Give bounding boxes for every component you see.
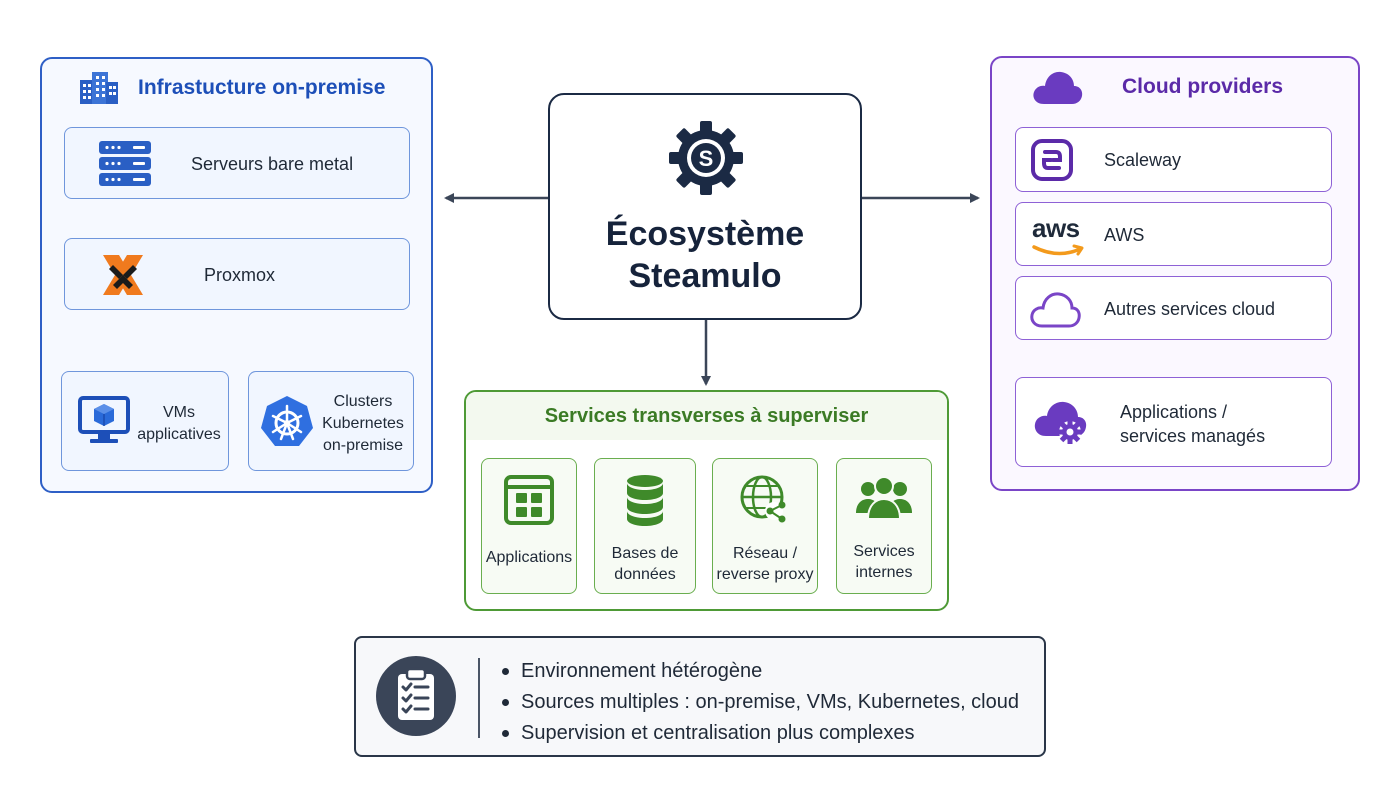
kubernetes-logo <box>259 394 315 450</box>
bullet-dot <box>502 730 509 737</box>
other-cloud-card[interactable]: Autres services cloud <box>1015 276 1332 340</box>
managed-card[interactable]: Applications / services managés <box>1015 377 1332 467</box>
service-apps-label: Applications <box>485 549 573 566</box>
server-rack-icon <box>97 139 153 189</box>
k8s-label: Clusters Kubernetes on-premise <box>322 393 404 454</box>
scaleway-label: Scaleway <box>1104 150 1182 170</box>
cloud-gear-icon <box>1032 396 1092 450</box>
managed-label: Applications / services managés <box>1120 402 1266 446</box>
service-apps-card[interactable]: Applications <box>481 458 577 594</box>
service-internal-label: Services internes <box>853 543 915 581</box>
monitor-cube-icon <box>78 396 130 446</box>
notes-divider <box>478 658 480 738</box>
note-item: Sources multiples : on-premise, VMs, Kub… <box>502 687 1019 718</box>
note-item: Supervision et centralisation plus compl… <box>502 718 1019 749</box>
cloud-outline-icon <box>1028 289 1082 329</box>
other-cloud-label: Autres services cloud <box>1104 299 1276 319</box>
aws-logo: aws <box>1030 211 1088 259</box>
aws-label: AWS <box>1104 225 1145 245</box>
service-db-card[interactable]: Bases de données <box>594 458 696 594</box>
services-title: Services transverses à superviser <box>544 405 869 427</box>
notes-list: Environnement hétérogène Sources multipl… <box>502 656 1019 749</box>
gear-logo: S <box>667 119 745 197</box>
service-internal-card[interactable]: Services internes <box>836 458 932 594</box>
aws-card[interactable]: aws AWS <box>1015 202 1332 266</box>
services-header <box>466 392 947 440</box>
cloud-icon <box>1030 68 1084 106</box>
building-icon <box>78 70 120 106</box>
logo-letter: S <box>699 146 714 171</box>
baremetal-label: Serveurs bare metal <box>191 154 354 174</box>
database-icon <box>624 473 666 527</box>
ecosystem-title: Écosystème Steamulo <box>605 215 805 295</box>
proxmox-logo <box>99 253 147 297</box>
scaleway-card[interactable]: Scaleway <box>1015 127 1332 192</box>
vms-card[interactable]: VMs applicatives <box>61 371 229 471</box>
service-network-label: Réseau / reverse proxy <box>716 545 814 583</box>
bullet-dot <box>502 668 509 675</box>
onpremise-title: Infrastucture on-premise <box>138 76 386 99</box>
ecosystem-box: S Écosystème Steamulo <box>548 93 862 320</box>
proxmox-card[interactable]: Proxmox <box>64 238 410 310</box>
cloud-title: Cloud providers <box>1122 75 1284 98</box>
service-db-label: Bases de données <box>611 545 679 583</box>
onpremise-header: Infrastucture on-premise <box>78 66 418 110</box>
users-icon <box>854 475 914 521</box>
baremetal-card[interactable]: Serveurs bare metal <box>64 127 410 199</box>
cloud-header: Cloud providers <box>1030 66 1330 108</box>
globe-network-icon <box>738 473 792 527</box>
vms-label: VMs applicatives <box>137 404 221 443</box>
clipboard-checklist-icon <box>374 654 458 738</box>
notes-box: Environnement hétérogène Sources multipl… <box>354 636 1046 757</box>
bullet-dot <box>502 699 509 706</box>
service-network-card[interactable]: Réseau / reverse proxy <box>712 458 818 594</box>
k8s-card[interactable]: Clusters Kubernetes on-premise <box>248 371 414 471</box>
note-item: Environnement hétérogène <box>502 656 1019 687</box>
scaleway-logo <box>1030 138 1074 182</box>
app-window-icon <box>504 475 554 525</box>
proxmox-label: Proxmox <box>204 265 276 285</box>
